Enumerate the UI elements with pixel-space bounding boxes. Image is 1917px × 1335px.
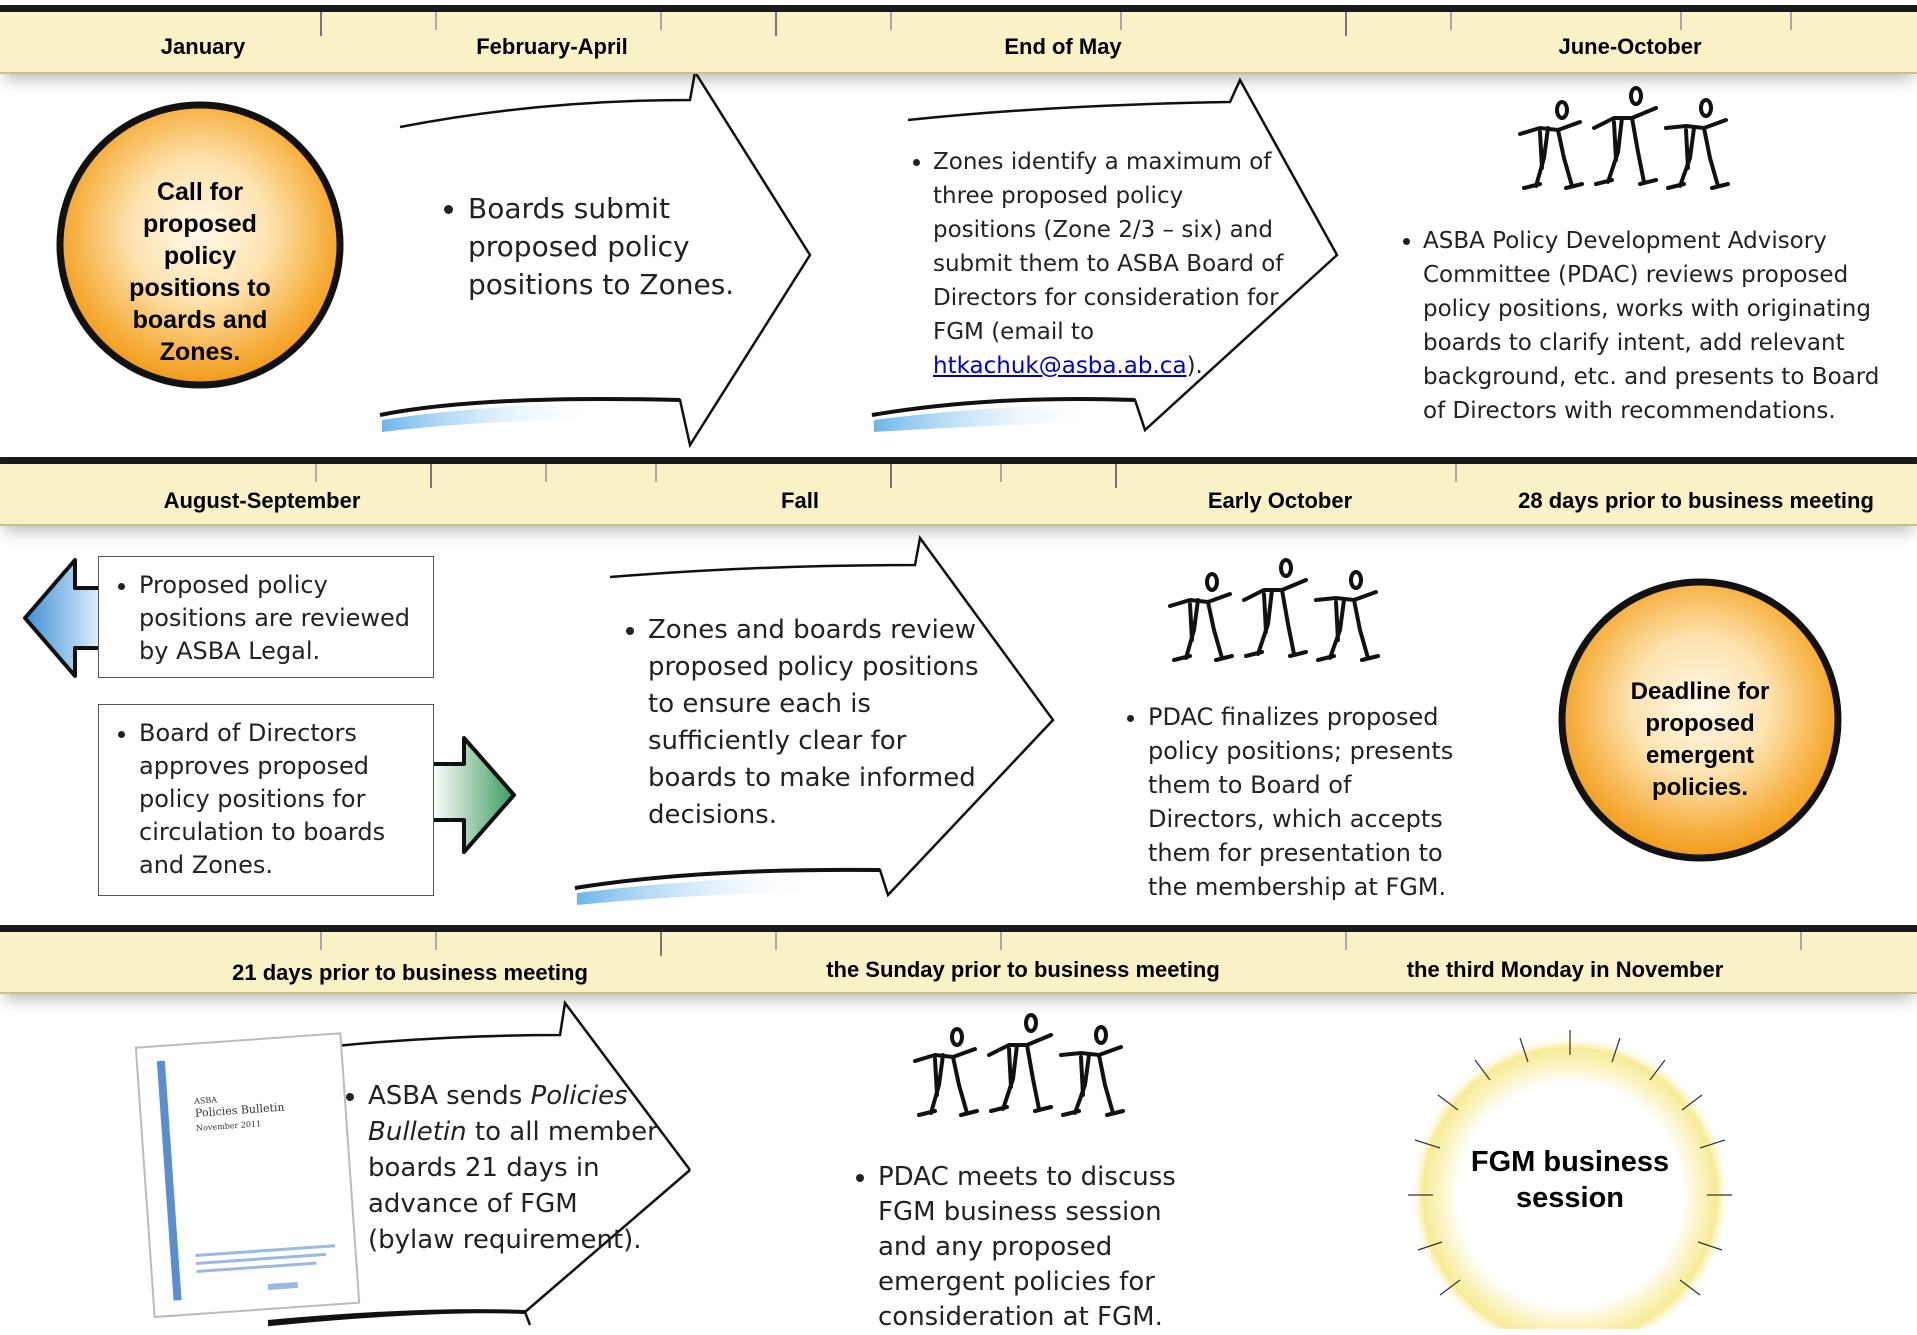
arrow-right-icon — [430, 736, 516, 854]
email-link[interactable]: htkachuk@asba.ab.ca — [933, 353, 1187, 379]
fgm-circle-shape — [1408, 1030, 1732, 1329]
zones-identify-end: ). — [1186, 353, 1203, 379]
arrow-icon-3 — [574, 534, 1055, 905]
label-february-april: February-April — [476, 34, 628, 59]
policies-bulletin-title: Policies Bulletin — [368, 1081, 628, 1147]
label-june-october: June-October — [1558, 34, 1702, 59]
timeline-band-2: August-September Fall Early October 28 d… — [0, 457, 1917, 526]
pdac-finalizes-bullet: PDAC finalizes proposed policy positions… — [1120, 700, 1465, 904]
deadline-circle-shape — [1558, 578, 1842, 862]
arrow-icon-4 — [267, 999, 692, 1327]
zones-review-bullet: Zones and boards review proposed policy … — [620, 612, 1000, 834]
label-21-days: 21 days prior to business meeting — [232, 960, 588, 985]
call-circle-text: Call for proposed policy positions to bo… — [129, 178, 271, 366]
label-28-days: 28 days prior to business meeting — [1518, 488, 1874, 513]
zones-review-text: Zones and boards review proposed policy … — [648, 612, 1000, 834]
label-end-of-may: End of May — [1004, 34, 1122, 59]
pdac-meets-bullet: PDAC meets to discuss FGM business sessi… — [850, 1160, 1210, 1335]
boards-submit-text: Boards submit proposed policy positions … — [468, 190, 740, 304]
bulletin-document-icon — [134, 1032, 361, 1319]
pdac-meets-text: PDAC meets to discuss FGM business sessi… — [878, 1160, 1210, 1335]
label-third-monday: the third Monday in November — [1406, 957, 1724, 982]
asba-sends-bullet: ASBA sends Policies Bulletin to all memb… — [340, 1078, 660, 1258]
label-early-october: Early October — [1207, 488, 1353, 513]
zones-identify-text: Zones identify a maximum of three propos… — [933, 149, 1284, 345]
boards-submit-bullet: Boards submit proposed policy positions … — [440, 190, 740, 304]
arrow-icon-2 — [871, 77, 1339, 433]
legal-review-text: Proposed policy positions are reviewed b… — [139, 569, 433, 668]
asba-sends-text-2: to all member boards 21 days in advance … — [368, 1117, 658, 1255]
legal-review-box: Proposed policy positions are reviewed b… — [98, 556, 434, 678]
call-circle-shape — [56, 101, 344, 389]
figures-icon-1 — [1518, 86, 1730, 190]
zones-identify-bullet: Zones identify a maximum of three propos… — [905, 145, 1285, 383]
figures-icon-2 — [1168, 558, 1380, 662]
timeline-band-1: January February-April End of May June-O… — [0, 5, 1917, 74]
board-approves-box: Board of Directors approves proposed pol… — [98, 704, 434, 896]
timeline-band-3: 21 days prior to business meeting the Su… — [0, 925, 1917, 994]
arrow-left-icon — [23, 558, 106, 678]
fgm-circle-text: FGM business session — [1470, 1146, 1670, 1214]
board-approves-text: Board of Directors approves proposed pol… — [139, 717, 433, 882]
pdac-reviews-text: ASBA Policy Development Advisory Committ… — [1423, 224, 1895, 428]
label-sunday-prior: the Sunday prior to business meeting — [826, 957, 1220, 982]
pdac-reviews-bullet: ASBA Policy Development Advisory Committ… — [1395, 224, 1895, 428]
arrow-icon-1 — [379, 68, 812, 449]
label-fall: Fall — [781, 488, 819, 513]
label-january: January — [160, 34, 246, 59]
asba-sends-text-1: ASBA sends — [368, 1081, 531, 1111]
pdac-finalizes-text: PDAC finalizes proposed policy positions… — [1148, 700, 1465, 904]
deadline-circle-text: Deadline for proposed emergent policies. — [1630, 678, 1770, 801]
figures-icon-3 — [913, 1013, 1125, 1117]
label-august-september: August-September — [163, 488, 361, 513]
